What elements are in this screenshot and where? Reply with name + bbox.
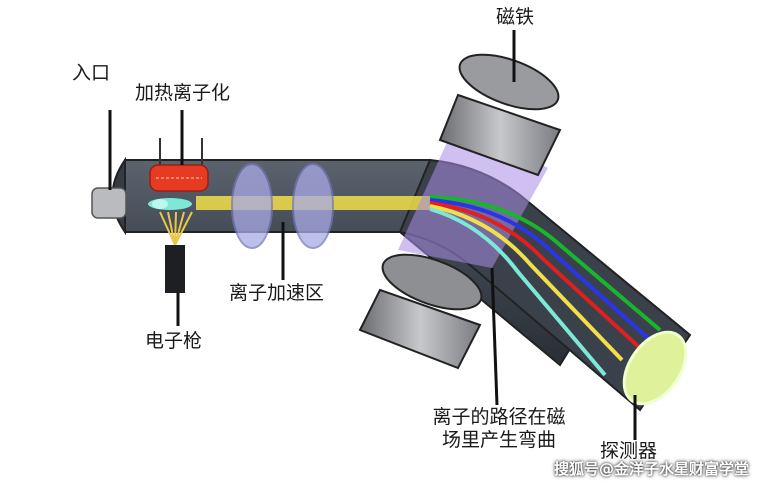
leader-lines	[108, 30, 637, 440]
ion-path-label-line1: 离子的路径在磁	[432, 406, 566, 428]
beam-blue	[429, 198, 652, 342]
detector-label: 探测器	[600, 440, 658, 462]
inlet-pipe-icon	[91, 187, 127, 219]
electron-gun-label: 电子枪	[145, 330, 203, 352]
electron-gun-icon	[159, 211, 193, 293]
inlet-label: 入口	[72, 62, 111, 84]
accel-plate-1	[231, 163, 273, 249]
beam-green	[429, 195, 662, 332]
heating-coil-icon	[149, 138, 209, 192]
ion-path-label: 离子的路径在磁 场里产生弯曲	[410, 406, 588, 452]
ion-cloud-icon	[148, 198, 192, 210]
accel-plate-2	[292, 163, 334, 249]
ion-acceleration-label: 离子加速区	[229, 282, 325, 304]
detector-face	[622, 330, 688, 406]
ion-path-label-line2: 场里产生弯曲	[441, 428, 556, 451]
curved-beams	[429, 195, 662, 377]
magnet-bottom	[358, 253, 483, 370]
beam-yellow	[429, 204, 624, 362]
beam-red	[429, 201, 642, 350]
beam-cyan	[429, 207, 607, 377]
watermark: 搜狐号@金洋子水星财富学堂	[553, 460, 749, 478]
magnet-top	[438, 53, 562, 177]
heating-ionization-label: 加热离子化	[135, 82, 231, 104]
magnet-label: 磁铁	[496, 6, 535, 28]
